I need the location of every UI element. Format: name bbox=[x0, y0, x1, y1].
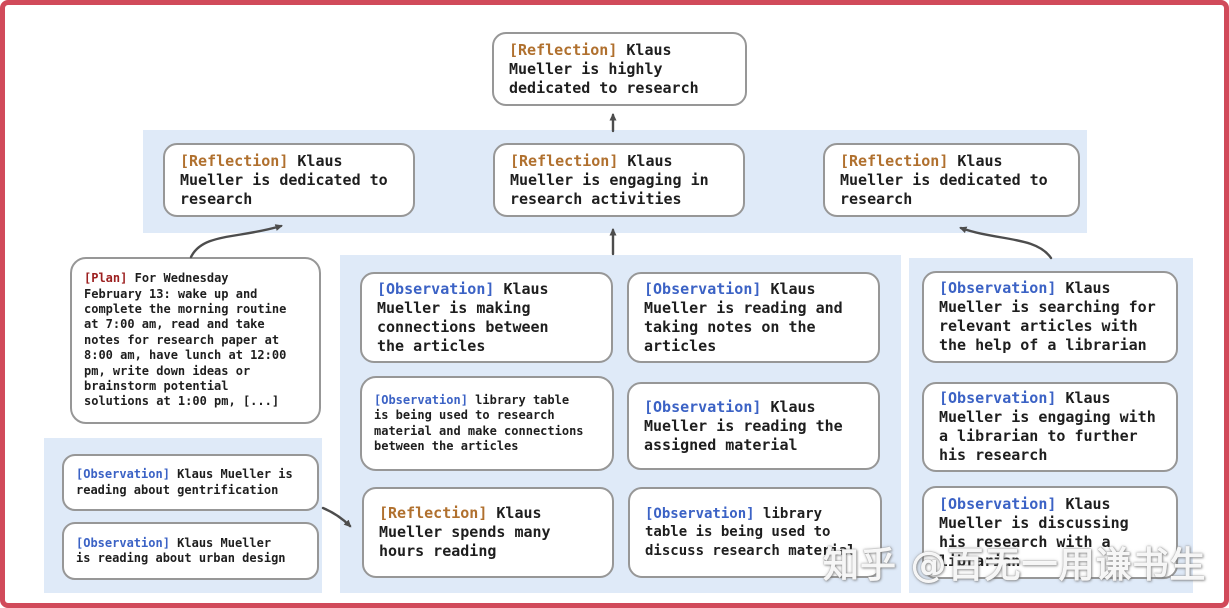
node-text: Klaus Mueller is highly dedicated to res… bbox=[509, 40, 699, 97]
node-obs-searching-articles: [Observation] Klaus Mueller is searching… bbox=[922, 271, 1178, 363]
node-obs-urban-design: [Observation] Klaus Mueller is reading a… bbox=[62, 522, 319, 580]
node-plan: [Plan] For Wednesday February 13: wake u… bbox=[70, 257, 321, 424]
node-obs-engaging-librarian: [Observation] Klaus Mueller is engaging … bbox=[922, 382, 1178, 472]
node-obs-library-table-research: [Observation] library table is being use… bbox=[360, 376, 614, 471]
node-tag: [Reflection] bbox=[509, 40, 618, 59]
node-band-reflection-right: [Reflection] Klaus Mueller is dedicated … bbox=[823, 143, 1080, 217]
node-tag: [Observation] bbox=[76, 467, 170, 482]
node-text: Klaus Mueller is dedicated to research bbox=[840, 151, 1048, 208]
node-tag: [Observation] bbox=[644, 397, 762, 416]
node-text: Klaus Mueller is engaging in research ac… bbox=[510, 151, 709, 208]
node-tag: [Observation] bbox=[76, 535, 170, 550]
node-text: For Wednesday February 13: wake up and c… bbox=[84, 271, 287, 409]
node-tag: [Observation] bbox=[374, 392, 468, 407]
node-tag: [Observation] bbox=[939, 494, 1057, 513]
node-text: Klaus Mueller is dedicated to research bbox=[180, 151, 388, 208]
node-text: Klaus Mueller is reading about gentrific… bbox=[76, 467, 293, 497]
node-top-reflection: [Reflection] Klaus Mueller is highly ded… bbox=[492, 32, 747, 106]
node-text: Klaus Mueller is discussing his research… bbox=[939, 494, 1129, 570]
node-text: library table is being used to research … bbox=[374, 392, 584, 453]
node-tag: [Reflection] bbox=[510, 151, 619, 170]
node-tag: [Observation] bbox=[644, 279, 762, 298]
node-text: Klaus Mueller is reading and taking note… bbox=[644, 279, 843, 355]
node-tag: [Reflection] bbox=[180, 151, 289, 170]
node-text: Klaus Mueller is searching for relevant … bbox=[939, 279, 1156, 354]
node-obs-library-table-discuss: [Observation] library table is being use… bbox=[628, 487, 882, 578]
node-obs-making-connections: [Observation] Klaus Mueller is making co… bbox=[360, 272, 613, 363]
node-tag: [Observation] bbox=[645, 505, 755, 522]
node-tag: [Plan] bbox=[84, 271, 128, 286]
node-text: library table is being used to discuss r… bbox=[645, 505, 856, 559]
node-reflection-hours-reading: [Reflection] Klaus Mueller spends many h… bbox=[362, 487, 614, 578]
node-band-reflection-left: [Reflection] Klaus Mueller is dedicated … bbox=[163, 143, 415, 217]
node-tag: [Observation] bbox=[939, 279, 1057, 297]
node-text: Klaus Mueller is reading about urban des… bbox=[76, 535, 286, 565]
node-obs-taking-notes: [Observation] Klaus Mueller is reading a… bbox=[627, 272, 880, 363]
node-text: Klaus Mueller is engaging with a librari… bbox=[939, 389, 1156, 464]
node-obs-assigned-material: [Observation] Klaus Mueller is reading t… bbox=[627, 382, 880, 470]
node-tag: [Reflection] bbox=[379, 504, 488, 522]
node-tag: [Reflection] bbox=[840, 151, 949, 170]
node-tag: [Observation] bbox=[377, 279, 495, 298]
node-obs-discussing-research: [Observation] Klaus Mueller is discussin… bbox=[922, 486, 1178, 579]
node-text: Klaus Mueller is reading the assigned ma… bbox=[644, 397, 843, 454]
node-obs-gentrification: [Observation] Klaus Mueller is reading a… bbox=[62, 454, 319, 511]
node-band-reflection-center: [Reflection] Klaus Mueller is engaging i… bbox=[493, 143, 745, 217]
node-text: Klaus Mueller spends many hours reading bbox=[379, 504, 551, 560]
node-text: Klaus Mueller is making connections betw… bbox=[377, 279, 549, 355]
node-tag: [Observation] bbox=[939, 389, 1057, 407]
